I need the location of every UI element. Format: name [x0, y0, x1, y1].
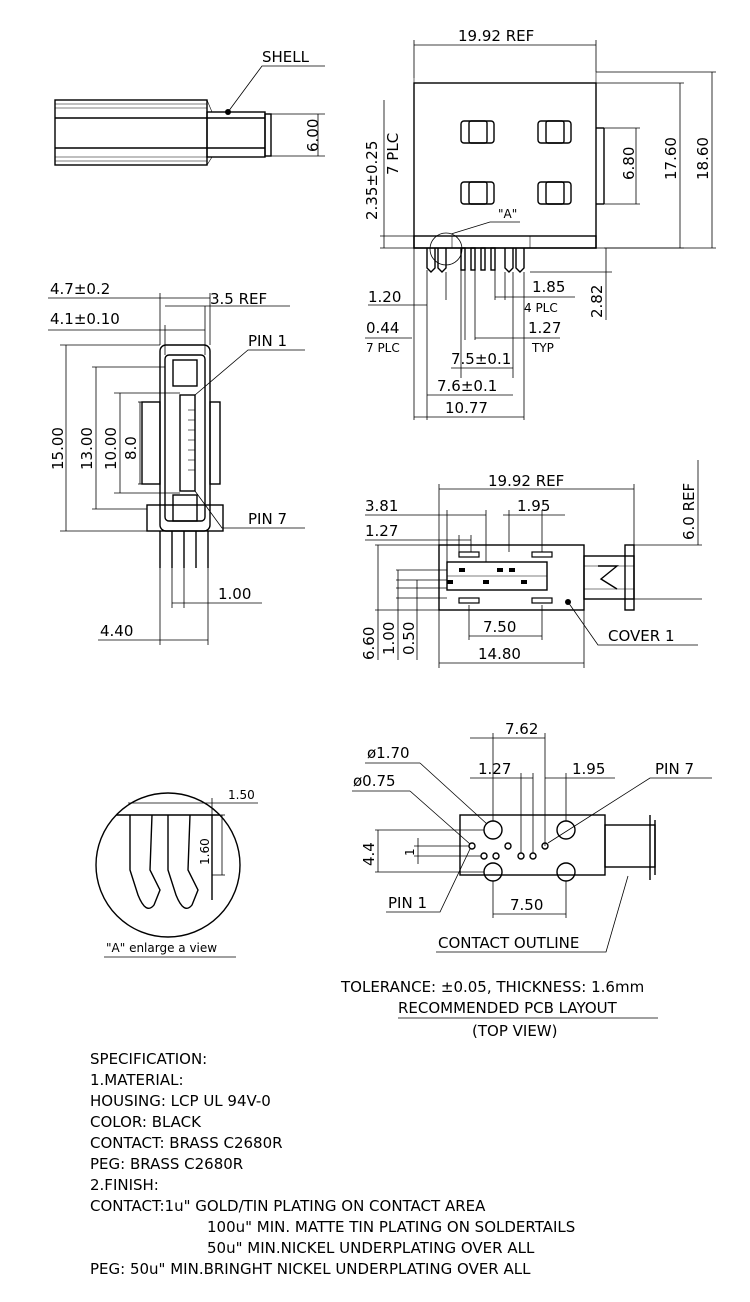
- spec-line: COLOR: BLACK: [90, 1113, 202, 1131]
- detail-a-enlarge-circle: [95, 792, 241, 938]
- mount-hole: [556, 862, 576, 882]
- spec-line: CONTACT:1u" GOLD/TIN PLATING ON CONTACT …: [90, 1197, 486, 1215]
- front-view: "A" 19.92 REF 2.35±0.25 7 PLC 6.80 17.60…: [363, 27, 716, 420]
- end-dim-8-0: 8.0: [122, 436, 140, 460]
- front-dim-1-20: 1.20: [368, 288, 401, 306]
- front-dim-4-plc: 4 PLC: [524, 301, 558, 315]
- shell-label: SHELL: [262, 48, 310, 66]
- spec-line: CONTACT: BRASS C2680R: [90, 1134, 283, 1152]
- end-pin7-label: PIN 7: [248, 510, 287, 528]
- pcb-dim-1-27: 1.27: [478, 760, 511, 778]
- pin-hole: [504, 842, 512, 850]
- front-dim-0-44: 0.44: [366, 319, 399, 337]
- front-pins: [426, 247, 525, 273]
- top-dim-1-27: 1.27: [365, 522, 398, 540]
- front-dim-2-82: 2.82: [588, 285, 606, 318]
- pcb-dim-7-50: 7.50: [510, 896, 543, 914]
- cover-label: COVER 1: [608, 627, 675, 645]
- detail-dim-1-50: 1.50: [228, 788, 255, 802]
- mount-hole: [556, 820, 576, 840]
- end-dim-10-00: 10.00: [102, 427, 120, 470]
- top-dim-19-92-ref: 19.92 REF: [488, 472, 564, 490]
- front-dim-1-27: 1.27: [528, 319, 561, 337]
- spec-line: 2.FINISH:: [90, 1176, 159, 1194]
- front-dim-2-35: 2.35±0.25: [363, 141, 381, 220]
- pcb-layout-view: 7.62 ø1.70 1.27 1.95 PIN 7 ø0.75 4.4 1 P…: [340, 720, 712, 1040]
- end-dim-4-1: 4.1±0.10: [50, 310, 120, 328]
- end-dim-13-00: 13.00: [78, 427, 96, 470]
- end-view: 4.7±0.2 3.5 REF 4.1±0.10 PIN 1 PIN 7 15.…: [48, 280, 305, 645]
- pcb-subtitle: (TOP VIEW): [472, 1022, 557, 1040]
- front-body: [413, 82, 597, 249]
- detail-dim-1-60: 1.60: [198, 838, 212, 865]
- pin-hole: [529, 852, 537, 860]
- spec-line: 1.MATERIAL:: [90, 1071, 184, 1089]
- pin-hole: [492, 852, 500, 860]
- end-dim-4-40: 4.40: [100, 622, 133, 640]
- detail-a-view: 1.50 1.60 "A" enlarge a view: [95, 788, 258, 958]
- top-dim-3-81: 3.81: [365, 497, 398, 515]
- contact-outline-label: CONTACT OUTLINE: [438, 934, 579, 952]
- pcb-outline: [459, 814, 606, 876]
- contact-window-group: [460, 120, 572, 205]
- top-dim-0-50: 0.50: [400, 622, 418, 655]
- spec-line: 50u" MIN.NICKEL UNDERPLATING OVER ALL: [207, 1239, 535, 1257]
- top-dim-6-0-ref: 6.0 REF: [680, 483, 698, 540]
- side-body: [54, 99, 208, 166]
- spec-line: PEG: 50u" MIN.BRINGHT NICKEL UNDERPLATIN…: [90, 1260, 531, 1278]
- top-view: COVER 1 19.92 REF 6.0 REF 3.81 1.95 1.27…: [360, 460, 702, 668]
- top-dim-14-80: 14.80: [478, 645, 521, 663]
- front-dim-7-plc: 7 PLC: [384, 133, 402, 175]
- front-dim-typ: TYP: [531, 341, 554, 355]
- front-dim-7-5: 7.5±0.1: [451, 350, 511, 368]
- top-dim-7-50: 7.50: [483, 618, 516, 636]
- detail-a-label: "A": [498, 207, 517, 221]
- pin-hole: [480, 852, 488, 860]
- front-dim-1-85: 1.85: [532, 278, 565, 296]
- pcb-dim-1-95: 1.95: [572, 760, 605, 778]
- front-dim-17-60: 17.60: [662, 137, 680, 180]
- spec-line: 100u" MIN. MATTE TIN PLATING ON SOLDERTA…: [207, 1218, 575, 1236]
- end-dim-3-5-ref: 3.5 REF: [210, 290, 267, 308]
- end-dim-15-00: 15.00: [49, 427, 67, 470]
- end-dim-4-7: 4.7±0.2: [50, 280, 110, 298]
- pcb-dim-1: 1: [403, 848, 417, 856]
- side-view: SHELL 6.00: [54, 48, 325, 166]
- mount-hole: [483, 862, 503, 882]
- spec-line: HOUSING: LCP UL 94V-0: [90, 1092, 271, 1110]
- pcb-dim-7-62: 7.62: [505, 720, 538, 738]
- front-dim-7-plc-b: 7 PLC: [366, 341, 400, 355]
- pcb-dim-d0-75: ø0.75: [353, 772, 396, 790]
- pcb-pin1-label: PIN 1: [388, 894, 427, 912]
- front-dim-19-92-ref: 19.92 REF: [458, 27, 534, 45]
- pin-hole: [517, 852, 525, 860]
- pcb-pin7-label: PIN 7: [655, 760, 694, 778]
- top-dim-6-60: 6.60: [360, 627, 378, 660]
- detail-a-circle: [429, 232, 463, 266]
- front-dim-10-77: 10.77: [445, 399, 488, 417]
- top-dim-1-95: 1.95: [517, 497, 550, 515]
- spec-line: PEG: BRASS C2680R: [90, 1155, 243, 1173]
- pcb-dim-d1-70: ø1.70: [367, 744, 410, 762]
- front-dim-7-6: 7.6±0.1: [437, 377, 497, 395]
- specification-block: SPECIFICATION: 1.MATERIAL: HOUSING: LCP …: [90, 1050, 575, 1278]
- side-dim-6-00: 6.00: [304, 119, 322, 152]
- pcb-dim-4-4: 4.4: [360, 842, 378, 866]
- spec-line: SPECIFICATION:: [90, 1050, 207, 1068]
- end-pin1-label: PIN 1: [248, 332, 287, 350]
- end-dim-1-00: 1.00: [218, 585, 251, 603]
- front-dim-6-80: 6.80: [620, 147, 638, 180]
- front-dim-18-60: 18.60: [694, 137, 712, 180]
- detail-caption: "A" enlarge a view: [106, 941, 217, 955]
- pcb-title: RECOMMENDED PCB LAYOUT: [398, 999, 618, 1017]
- end-body: [159, 344, 211, 532]
- top-dim-1-00: 1.00: [380, 622, 398, 655]
- pcb-tolerance: TOLERANCE: ±0.05, THICKNESS: 1.6mm: [340, 978, 644, 996]
